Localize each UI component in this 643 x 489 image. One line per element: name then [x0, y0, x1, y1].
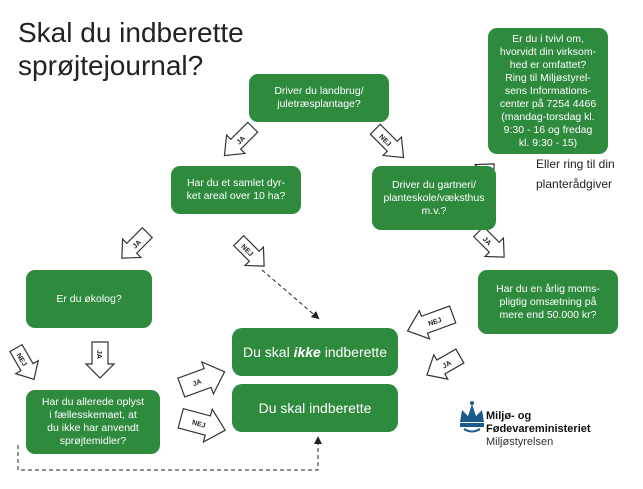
- dashed-arrow-q2-to-result: [261, 269, 320, 320]
- note-line: Eller ring til din: [536, 157, 615, 171]
- result-text: indberette: [320, 343, 387, 360]
- node-text: i fællesskemaet, at: [49, 409, 137, 421]
- result-indberette: Du skal indberette: [232, 384, 398, 432]
- arrow-q6-yes: JA: [177, 360, 226, 398]
- node-q2-areal: Har du et samlet dyr-ket areal over 10 h…: [171, 166, 301, 214]
- node-q4-okolog: Er du økolog?: [26, 270, 152, 328]
- node-text: hvorvidt din virksom-: [499, 45, 597, 58]
- node-text: hed er omfattet?: [509, 58, 587, 71]
- node-text: du ikke har anvendt: [47, 422, 139, 434]
- node-text: sprøjtemidler?: [59, 435, 127, 447]
- dashed-arrow-loop-to-result: [17, 436, 322, 471]
- crown-icon: [460, 401, 484, 433]
- logo-line: Miljøstyrelsen: [486, 436, 554, 448]
- arrow-label-ja: JA: [481, 236, 492, 247]
- arrow-q2-no: NEJ: [232, 234, 265, 267]
- note-planteradgiver: Eller ring til din planterådgiver: [536, 154, 615, 194]
- arrow-label-ja: JA: [442, 360, 453, 371]
- logo-line: Miljø- og: [486, 410, 532, 422]
- arrow-label-ja: JA: [192, 378, 203, 388]
- node-text: sens Informations-: [504, 84, 592, 97]
- node-text: Har du en årlig moms-: [496, 282, 600, 295]
- node-text: ket areal over 10 ha?: [186, 190, 286, 202]
- page-title: Skal du indberette sprøjtejournal?: [18, 16, 244, 82]
- result-text: Du skal: [243, 343, 294, 360]
- node-text: 9:30 - 16 og fredag: [503, 123, 593, 136]
- node-text: Har du allerede oplyst: [41, 396, 145, 408]
- arrow-q4-no: NEJ: [9, 343, 40, 381]
- node-text: Er du økolog?: [56, 292, 122, 305]
- node-text: Driver du landbrug/: [274, 85, 364, 97]
- node-info-miljostyrelsen: Er du i tvivl om, hvorvidt din virksom- …: [488, 28, 608, 154]
- arrow-q1-no: NEJ: [369, 123, 405, 159]
- node-text: (mandag-torsdag kl.: [501, 110, 595, 123]
- result-emphasis: ikke: [293, 343, 321, 360]
- node-text: kl. 9:30 - 15): [518, 136, 578, 149]
- title-line-2: sprøjtejournal?: [18, 50, 204, 81]
- result-ikke-indberette: Du skal ikke indberette: [232, 328, 398, 376]
- node-text: Har du et samlet dyr-: [186, 177, 286, 189]
- logo-line: Fødevareministeriet: [486, 423, 591, 435]
- arrow-q6-no: NEJ: [177, 407, 227, 444]
- node-text: mere end 50.000 kr?: [499, 308, 597, 321]
- arrow-label-nej: NEJ: [191, 419, 206, 429]
- ministry-logo: Miljø- og Fødevareministeriet Miljøstyre…: [486, 410, 591, 449]
- arrow-q5-no: NEJ: [406, 305, 457, 340]
- arrow-label-ja: JA: [236, 135, 247, 146]
- node-text: Ring til Miljøstyrel-: [505, 71, 591, 84]
- arrow-label-ja: JA: [132, 239, 143, 250]
- arrow-label-nej: NEJ: [428, 317, 443, 328]
- node-text: Driver du gartneri/: [391, 178, 476, 191]
- result-text: Du skal indberette: [258, 399, 372, 416]
- node-text: planteskole/væksthus: [383, 191, 485, 204]
- node-q5-omsaetning: Har du en årlig moms-pligtig omsætning p…: [478, 270, 618, 334]
- note-line: planterådgiver: [536, 177, 613, 191]
- arrow-q5-yes: JA: [426, 348, 465, 380]
- node-text: center på 7254 4466: [499, 97, 597, 110]
- node-text: m.v.?: [421, 204, 447, 217]
- arrow-q1-yes: JA: [223, 121, 259, 157]
- arrow-label-ja: JA: [95, 350, 102, 359]
- node-text: pligtig omsætning på: [499, 295, 597, 308]
- node-q1-landbrug: Driver du landbrug/juletræsplantage?: [249, 74, 389, 122]
- arrow-q4-yes: JA: [84, 341, 116, 379]
- node-text: Er du i tvivl om,: [512, 32, 584, 45]
- title-line-1: Skal du indberette: [18, 17, 244, 48]
- arrow-q2-yes: JA: [121, 226, 154, 259]
- node-text: juletræsplantage?: [277, 98, 361, 110]
- arrow-q3-yes: JA: [472, 225, 505, 258]
